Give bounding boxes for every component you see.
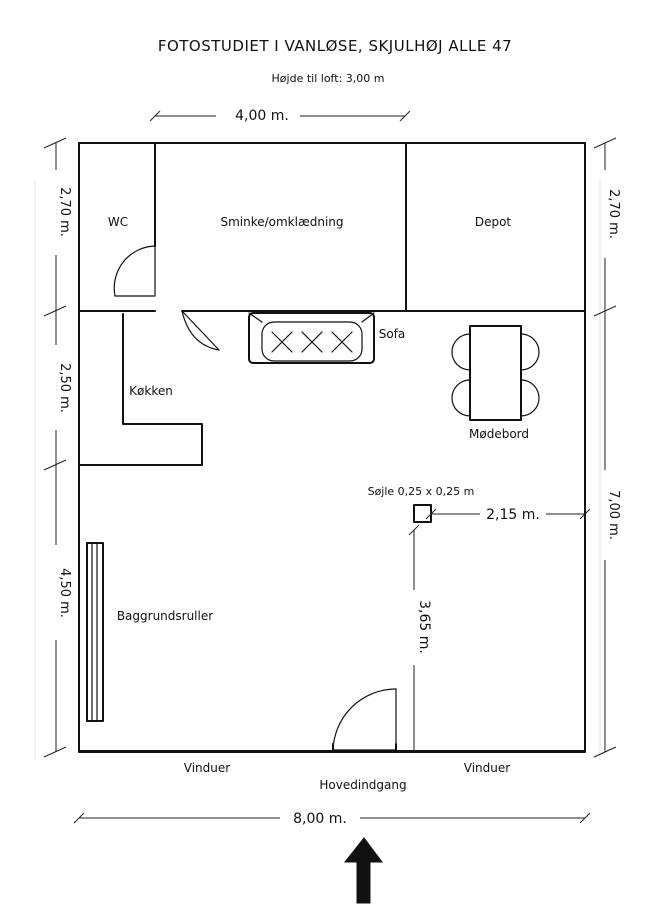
label-modebord: Mødebord (469, 427, 529, 441)
label-sofa: Sofa (379, 327, 406, 341)
background-guidelines (34, 180, 601, 760)
sminke-door (181, 310, 220, 351)
dimension-label-left-top: 2,70 m. (57, 187, 72, 237)
dimension-column-to-front (408, 524, 420, 752)
dimension-label-right-bottom: 7,00 m. (606, 490, 621, 540)
room-label-wc: WC (108, 215, 128, 229)
label-sojle: Søjle 0,25 x 0,25 m (368, 485, 475, 498)
wc-door (113, 245, 156, 297)
dimension-top-width: 4,00 m. (149, 108, 411, 124)
ceiling-height: Højde til loft: 3,00 m (272, 72, 385, 85)
room-label-sminke: Sminke/omklædning (220, 215, 343, 229)
dimension-right (593, 137, 617, 758)
dimension-column-to-wall (425, 508, 591, 520)
background-rollers (86, 542, 104, 722)
dimension-label-column-to-wall: 2,15 m. (486, 507, 540, 523)
dimension-label-bottom-width: 8,00 m. (293, 811, 347, 827)
main-entrance-door (332, 688, 397, 753)
room-label-depot: Depot (475, 215, 512, 229)
label-hovedindgang: Hovedindgang (319, 778, 406, 792)
label-vinduer-left: Vinduer (184, 761, 230, 775)
entrance-arrow-icon (343, 837, 383, 904)
page-title: FOTOSTUDIET I VANLØSE, SKJULHØJ ALLE 47 (158, 37, 512, 55)
dimension-label-left-bottom: 4,50 m. (57, 568, 72, 618)
room-label-kokken: Køkken (129, 384, 173, 398)
label-vinduer-right: Vinduer (464, 761, 510, 775)
meeting-table (451, 325, 540, 421)
kitchen-counter (78, 313, 203, 466)
label-baggrund: Baggrundsruller (117, 609, 213, 623)
dimension-label-right-top: 2,70 m. (606, 189, 621, 239)
dimension-label-top-width: 4,00 m. (235, 108, 289, 124)
sofa (248, 312, 375, 364)
dimension-bottom-width: 8,00 m. (73, 811, 591, 827)
column (413, 504, 432, 523)
dimension-label-left-mid: 2,50 m. (57, 363, 72, 413)
dimension-left (43, 137, 67, 758)
dimension-label-column-to-front: 3,65 m. (416, 600, 432, 654)
